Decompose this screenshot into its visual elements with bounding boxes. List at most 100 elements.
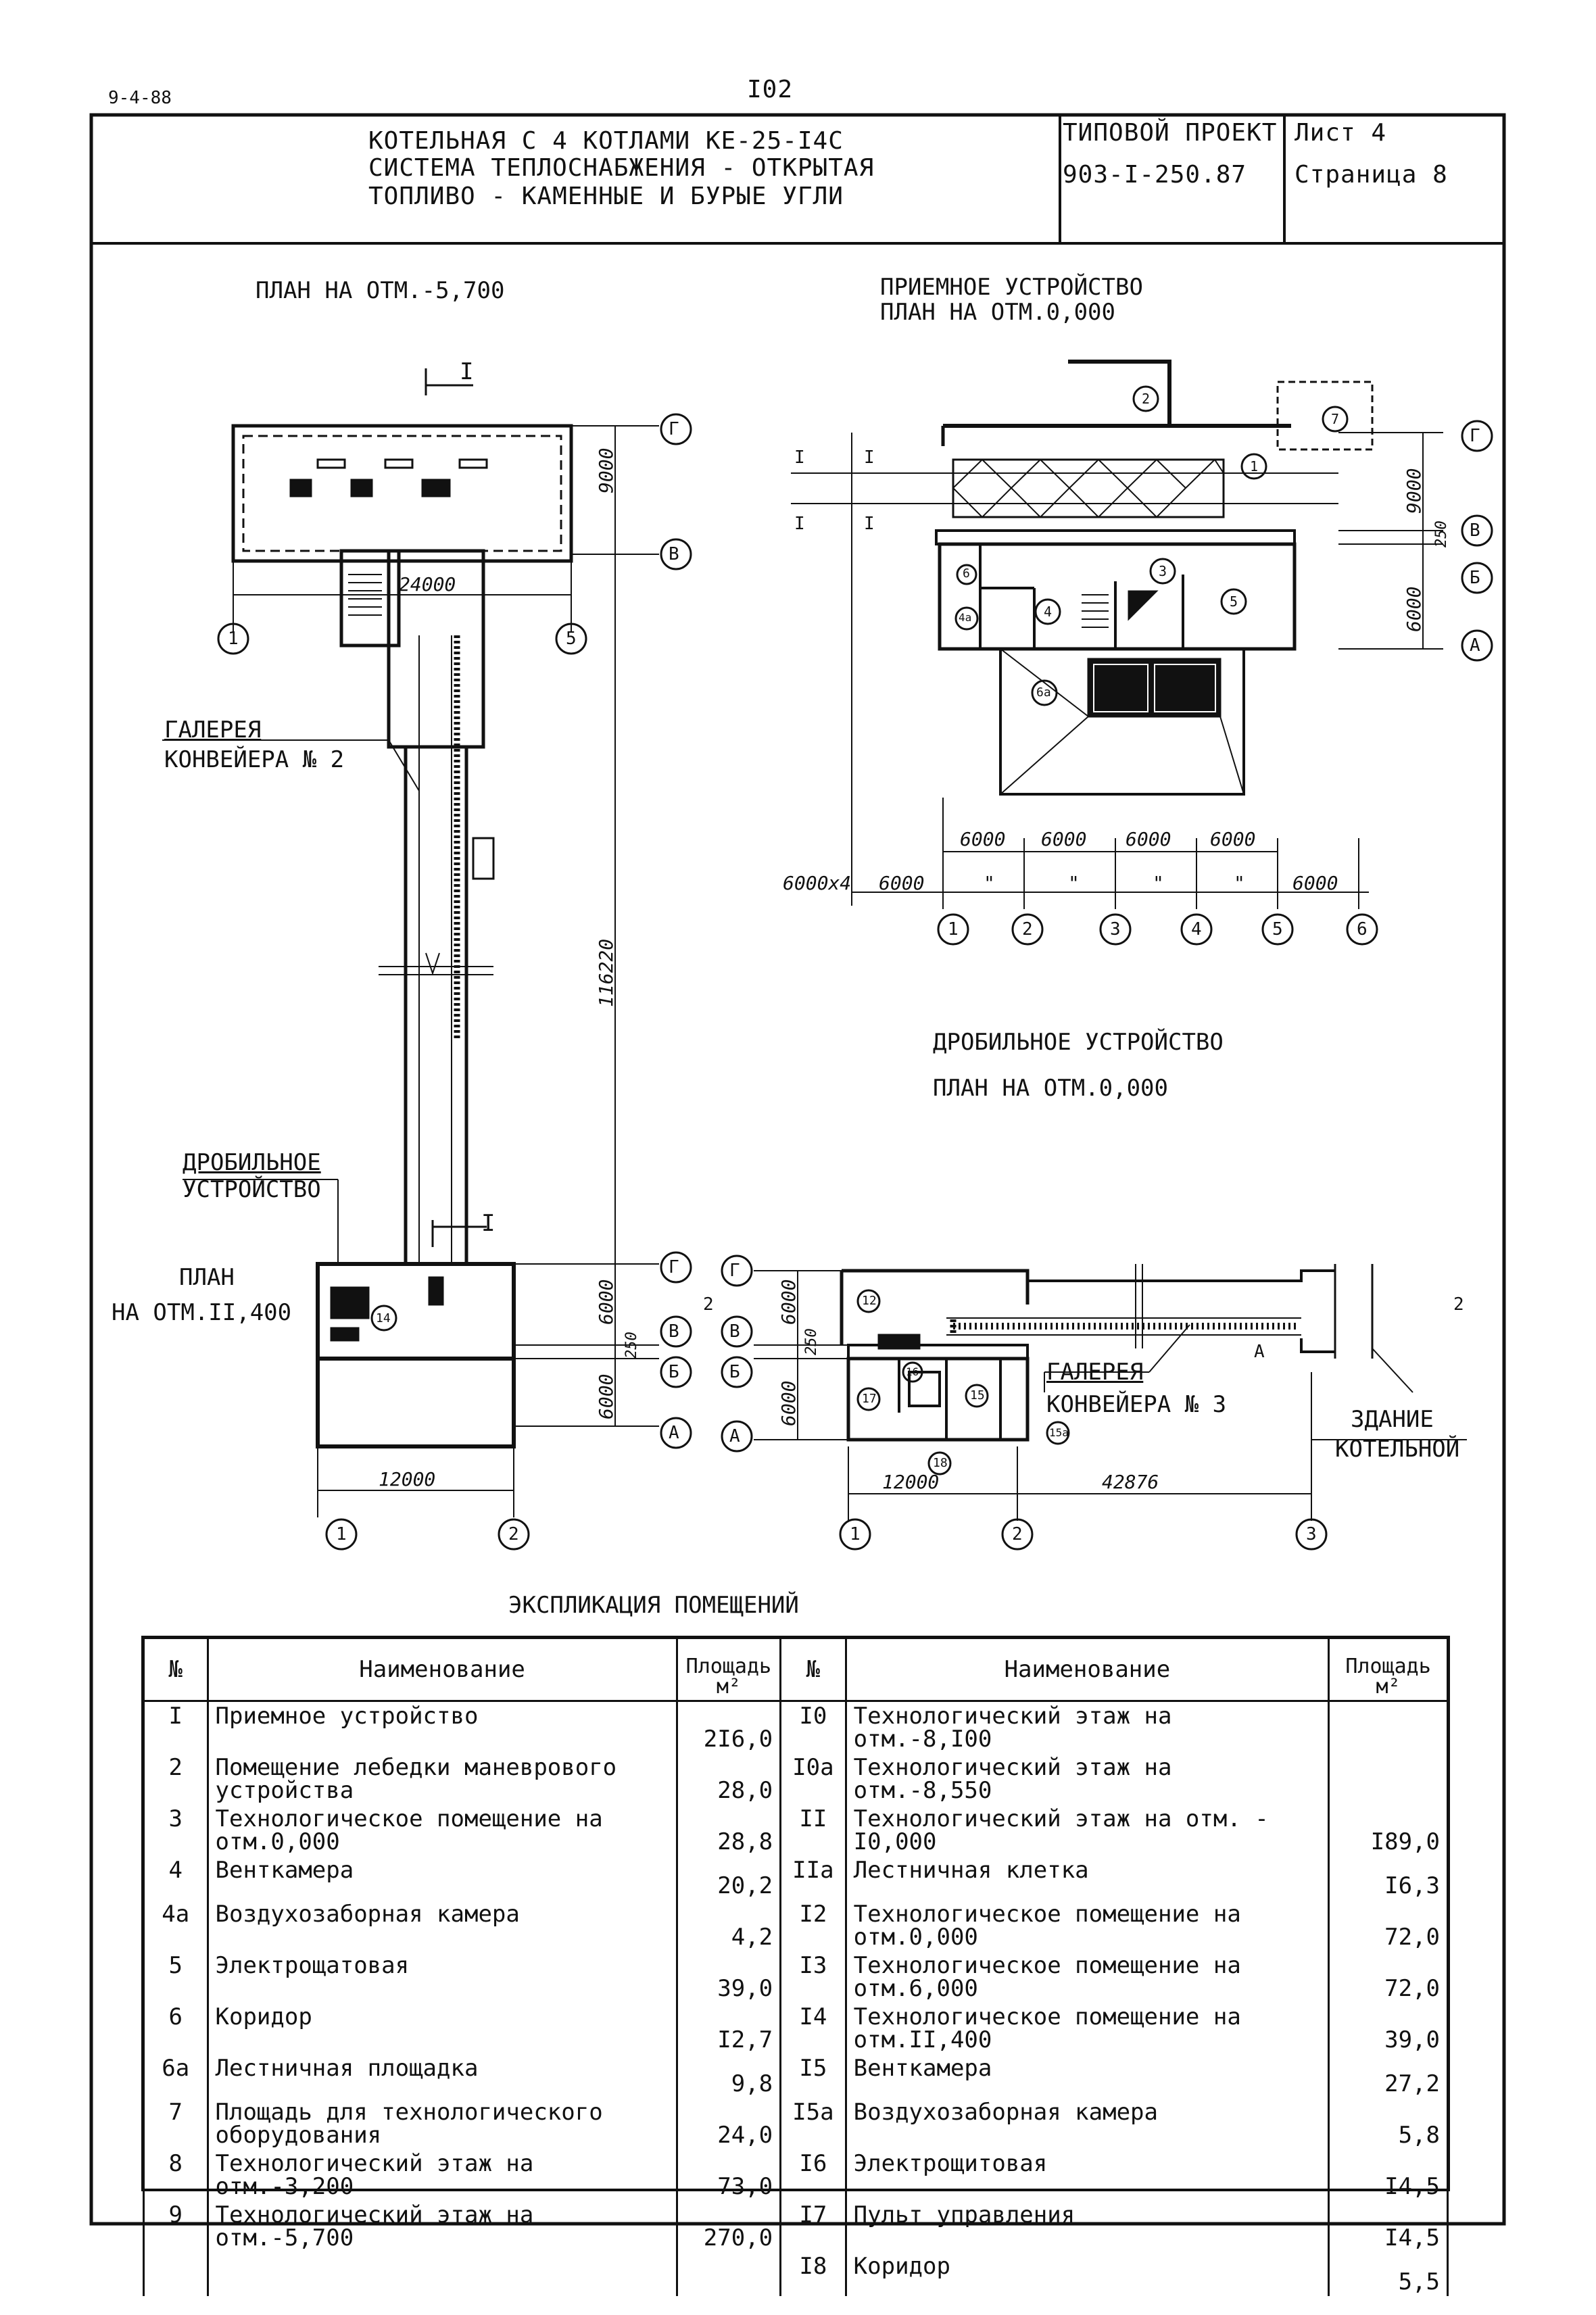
room-area-right: I4,5 bbox=[1328, 2201, 1449, 2252]
axis-2-recv: 2 bbox=[1022, 919, 1033, 940]
room-number-left: 4а bbox=[143, 1900, 209, 1951]
room-name-left: Электрощатовая bbox=[206, 1951, 678, 2003]
recv-sect-2: I bbox=[864, 447, 875, 468]
room-number-right: I6 bbox=[779, 2149, 847, 2201]
room-area-right bbox=[1328, 1753, 1449, 1805]
page-number: I02 bbox=[747, 76, 794, 103]
room-area-left: 9,8 bbox=[675, 2054, 782, 2098]
room-name-left: Лестничная площадка bbox=[206, 2054, 678, 2098]
dim-span-4: 6000 bbox=[1210, 828, 1256, 850]
col-name-right: Наименование bbox=[844, 1637, 1330, 1702]
room-number-left: I bbox=[143, 1701, 209, 1753]
axis-3-recv: 3 bbox=[1110, 919, 1121, 940]
room-name-right: Технологическое помещение на отм.6,000 bbox=[844, 1951, 1330, 2003]
axis-1-left: 1 bbox=[228, 629, 239, 649]
room-area-left: 20,2 bbox=[675, 1856, 782, 1900]
explication-title: ЭКСПЛИКАЦИЯ ПОМЕЩЕНИЙ bbox=[508, 1592, 799, 1619]
corner-code: 9-4-88 bbox=[108, 88, 172, 108]
plan-crusher-dims bbox=[754, 1270, 1467, 1521]
axis-1-recv: 1 bbox=[948, 919, 959, 940]
room-area-right bbox=[1328, 1701, 1449, 1753]
room-number-left: 7 bbox=[143, 2098, 209, 2149]
dim-12000-left: 12000 bbox=[379, 1468, 436, 1490]
gallery3-label-2: КОНВЕЙЕРА № 3 bbox=[1046, 1391, 1227, 1418]
room-area-left: 270,0 bbox=[675, 2201, 782, 2252]
arrow-mark-a: А bbox=[1254, 1342, 1265, 1362]
crusher-title-1: ДРОБИЛЬНОЕ УСТРОЙСТВО bbox=[933, 1029, 1224, 1056]
building-label-1: ЗДАНИЕ bbox=[1351, 1406, 1434, 1433]
axis-a-cr: А bbox=[729, 1426, 740, 1446]
room-number-right: I8 bbox=[779, 2252, 847, 2296]
room-name-left: Технологическое помещение на отм.0,000 bbox=[206, 1805, 678, 1856]
axis-2-cr: 2 bbox=[1012, 1524, 1023, 1544]
room-name-left: Помещение лебедки маневрового устройства bbox=[206, 1753, 678, 1805]
explication-header-row: № Наименование Площадь м² № Наименование… bbox=[143, 1637, 1449, 1702]
room-name-left: Площадь для технологического оборудовани… bbox=[206, 2098, 678, 2149]
axis-5-left: 5 bbox=[566, 629, 577, 649]
room-name-left: Технологический этаж на отм.-5,700 bbox=[206, 2201, 678, 2252]
room-tag-7: 7 bbox=[1331, 411, 1340, 427]
axis-g-recv: Г bbox=[1470, 426, 1480, 446]
room-tag-6a: 6а bbox=[1036, 685, 1051, 700]
axis-a-left2: А bbox=[669, 1423, 679, 1443]
axis-1-left2: 1 bbox=[336, 1524, 347, 1544]
axis-v-left: В bbox=[669, 544, 679, 564]
room-tag-4a: 4а bbox=[959, 611, 972, 624]
room-name-left: Технологический этаж на отм.-3,200 bbox=[206, 2149, 678, 2201]
col-no-right: № bbox=[779, 1637, 847, 1702]
dim-250-a: 250 bbox=[623, 1332, 640, 1359]
room-area-left: 24,0 bbox=[675, 2098, 782, 2149]
col-area-right: Площадь м² bbox=[1328, 1637, 1449, 1702]
project-label: ТИПОВОЙ ПРОЕКТ bbox=[1063, 119, 1278, 147]
axis-1-cr: 1 bbox=[850, 1524, 861, 1544]
axis-2-left2: 2 bbox=[508, 1524, 519, 1544]
axis-g-cr: Г bbox=[729, 1261, 740, 1281]
axis-3-cr: 3 bbox=[1306, 1524, 1317, 1544]
room-number-right: I7 bbox=[779, 2201, 847, 2252]
room-number-right: I4 bbox=[779, 2003, 847, 2054]
col-no-left: № bbox=[143, 1637, 209, 1702]
room-name-right: Электрощитовая bbox=[844, 2149, 1330, 2201]
plan-left-axis-bubbles bbox=[217, 413, 692, 1551]
room-tag-6: 6 bbox=[963, 566, 970, 581]
project-number: 903-I-250.87 bbox=[1063, 161, 1247, 189]
room-name-right: Лестничная клетка bbox=[844, 1856, 1330, 1900]
room-tag-17: 17 bbox=[862, 1392, 877, 1406]
col-area-left: Площадь м² bbox=[675, 1637, 782, 1702]
dim-9000-left: 9000 bbox=[595, 447, 617, 493]
room-name-right: Технологический этаж на отм.-8,I00 bbox=[844, 1701, 1330, 1753]
sheet-label: Лист 4 bbox=[1295, 119, 1387, 147]
dim-ditto-1: " bbox=[984, 872, 995, 894]
dim-span-1: 6000 bbox=[960, 828, 1006, 850]
title-line-2: СИСТЕМА ТЕПЛОСНАБЖЕНИЯ - ОТКРЫТАЯ bbox=[368, 154, 875, 182]
plan-bottom-label-2: НА ОТМ.II,400 bbox=[112, 1299, 292, 1326]
axis-v-recv: В bbox=[1470, 520, 1480, 541]
room-name-right: Технологическое помещение на отм.II,400 bbox=[844, 2003, 1330, 2054]
room-area-left: 73,0 bbox=[675, 2149, 782, 2201]
dim-ditto-3: " bbox=[1153, 872, 1164, 894]
crusher-label-2: УСТРОЙСТВО bbox=[183, 1176, 321, 1203]
sect-mark-2-right: 2 bbox=[1453, 1294, 1464, 1315]
plan-left-building bbox=[231, 368, 573, 1448]
room-number-left: 5 bbox=[143, 1951, 209, 2003]
axis-b-recv: Б bbox=[1470, 568, 1480, 588]
room-tag-1: 1 bbox=[1250, 458, 1259, 474]
room-number-left: 3 bbox=[143, 1805, 209, 1856]
room-number-right: I5а bbox=[779, 2098, 847, 2149]
col-name-left: Наименование bbox=[206, 1637, 678, 1702]
dim-42876: 42876 bbox=[1102, 1471, 1159, 1493]
dim-6000-cr-b: 6000 bbox=[777, 1380, 800, 1426]
axis-4-recv: 4 bbox=[1191, 919, 1202, 940]
plan-crusher-building bbox=[840, 1264, 1374, 1442]
axis-6-recv: 6 bbox=[1357, 919, 1368, 940]
room-tag-3: 3 bbox=[1159, 563, 1167, 579]
dim-6000-b: 6000 bbox=[595, 1373, 617, 1419]
room-area-left: I2,7 bbox=[675, 2003, 782, 2054]
